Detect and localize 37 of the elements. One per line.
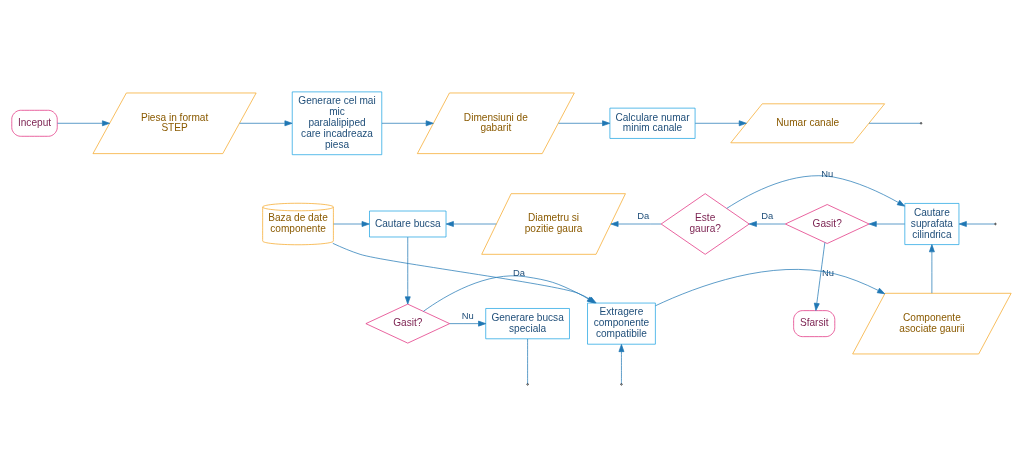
arrow <box>610 220 662 227</box>
arrow <box>445 220 497 227</box>
arrow <box>694 119 747 126</box>
node-diamond: Este gaura? <box>660 192 750 255</box>
arrow <box>558 119 611 126</box>
edge-label: Nu <box>821 168 834 179</box>
arrow <box>868 220 906 227</box>
arrow <box>655 268 886 306</box>
edge-label: Nu <box>821 267 834 278</box>
arrow <box>748 220 786 227</box>
node-box: Cautare bucsa <box>369 210 447 237</box>
arrow <box>404 236 411 304</box>
arrow <box>929 243 935 294</box>
node-box: Cautare suprafata cilindrica <box>904 202 960 245</box>
node-box: Calculare numar minim canale <box>609 107 696 139</box>
arrow <box>57 119 110 126</box>
arrow <box>381 119 434 126</box>
connector <box>527 338 528 384</box>
arrow <box>618 343 625 384</box>
node-box: Extragere componente compatibile <box>587 302 656 345</box>
node-diamond: Gasit? <box>784 203 870 244</box>
node-diamond: Gasit? <box>365 303 450 343</box>
arrow <box>813 241 826 311</box>
arrow <box>239 119 293 126</box>
edge-label: Da <box>761 210 774 221</box>
arrow <box>333 220 370 227</box>
edge-label: Da <box>637 210 650 221</box>
edge-label: Nu <box>461 310 474 321</box>
arrow <box>726 174 906 209</box>
connector <box>868 122 921 124</box>
arrow <box>958 220 995 227</box>
node-box: Sfarsit <box>793 309 836 337</box>
arrow <box>449 320 487 327</box>
edge-label: Da <box>512 267 525 278</box>
node-box: Inceput <box>11 109 58 137</box>
node-box: Generare cel mai mic paralalipiped care incadreaza piesa <box>291 91 383 155</box>
node-box: Generare bucsa speciala <box>485 307 570 339</box>
